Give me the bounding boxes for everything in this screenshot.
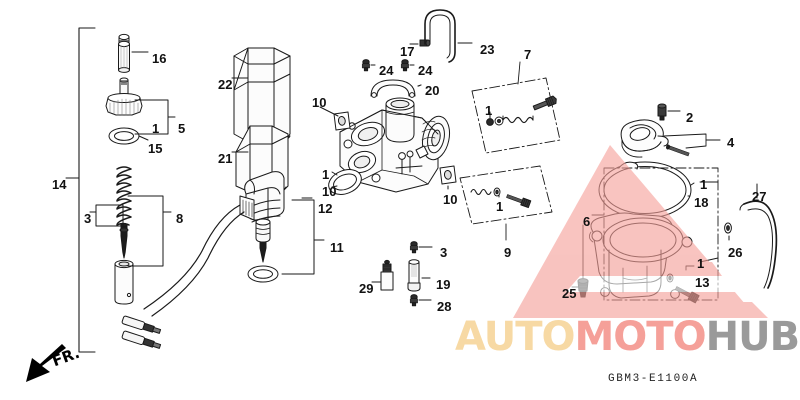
watermark-hub: HUB bbox=[705, 314, 800, 360]
callout-1: 1 bbox=[152, 121, 160, 136]
callout-10: 10 bbox=[322, 184, 337, 199]
callout-4: 4 bbox=[727, 135, 735, 150]
callout-5: 5 bbox=[178, 121, 186, 136]
diagram-part-number: GBM3-E1100A bbox=[608, 373, 699, 385]
callout-1: 1 bbox=[697, 256, 705, 271]
callout-1: 1 bbox=[496, 199, 504, 214]
callout-14: 14 bbox=[52, 177, 67, 192]
callout-29: 29 bbox=[359, 281, 374, 296]
callout-24: 24 bbox=[379, 63, 394, 78]
callout-27: 27 bbox=[752, 189, 767, 204]
front-direction-arrow bbox=[26, 344, 66, 382]
callout-15: 15 bbox=[148, 141, 163, 156]
callout-26: 26 bbox=[728, 245, 743, 260]
watermark-wordmark: AUTOMOTOHUB bbox=[455, 314, 800, 360]
callout-16: 16 bbox=[152, 51, 167, 66]
callout-1: 1 bbox=[700, 177, 708, 192]
callout-18: 18 bbox=[694, 195, 709, 210]
watermark-moto: MOTO bbox=[574, 314, 707, 360]
callout-6: 6 bbox=[583, 214, 591, 229]
callout-7: 7 bbox=[524, 47, 532, 62]
callout-19: 19 bbox=[436, 277, 451, 292]
callout-22: 22 bbox=[218, 77, 233, 92]
callout-10: 10 bbox=[312, 95, 327, 110]
callout-3: 3 bbox=[440, 245, 448, 260]
callout-24: 24 bbox=[418, 63, 433, 78]
callout-12: 12 bbox=[318, 201, 333, 216]
callout-8: 8 bbox=[176, 211, 184, 226]
callout-1: 1 bbox=[485, 103, 493, 118]
callout-13: 13 bbox=[695, 275, 710, 290]
callout-17: 17 bbox=[400, 44, 415, 59]
callout-28: 28 bbox=[437, 299, 452, 314]
callout-2: 2 bbox=[686, 110, 694, 125]
callout-20: 20 bbox=[425, 83, 440, 98]
callout-23: 23 bbox=[480, 42, 495, 57]
callout-1: 1 bbox=[322, 167, 330, 182]
callout-10: 10 bbox=[443, 192, 458, 207]
callout-25: 25 bbox=[562, 286, 577, 301]
watermark-auto: AUTO bbox=[455, 314, 575, 360]
callout-11: 11 bbox=[330, 240, 344, 255]
callout-21: 21 bbox=[218, 151, 233, 166]
callout-9: 9 bbox=[504, 245, 512, 260]
callout-3: 3 bbox=[84, 211, 92, 226]
